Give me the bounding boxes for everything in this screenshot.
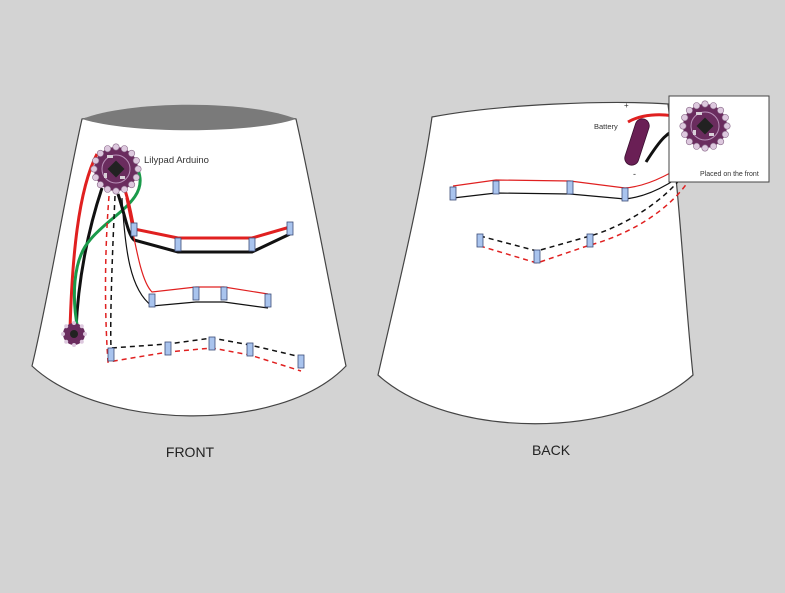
led-icon bbox=[130, 222, 138, 237]
inset-label: Placed on the front bbox=[700, 171, 759, 178]
led-icon bbox=[476, 233, 484, 248]
round-sensor-icon bbox=[61, 321, 87, 347]
led-icon bbox=[586, 233, 594, 248]
front-leds bbox=[107, 221, 305, 369]
led-icon bbox=[533, 249, 541, 264]
led-icon bbox=[566, 180, 574, 195]
led-icon bbox=[107, 347, 115, 362]
led-icon bbox=[248, 237, 256, 252]
battery-label: Battery bbox=[594, 122, 618, 131]
led-icon bbox=[164, 341, 172, 356]
led-icon bbox=[297, 354, 305, 369]
wire-black-to-sensor bbox=[74, 187, 104, 331]
led-icon bbox=[148, 293, 156, 308]
led-icon bbox=[192, 286, 200, 301]
led-icon bbox=[174, 237, 182, 252]
back-panel: Placed on the front Battery + - BACK bbox=[377, 95, 770, 458]
led-icon bbox=[492, 180, 500, 195]
back-strip-low-black bbox=[479, 164, 691, 252]
wire-green-to-sensor bbox=[72, 169, 142, 331]
battery-plus-label: + bbox=[624, 101, 629, 110]
front-strip-top-black bbox=[116, 193, 291, 254]
lilypad-arduino-icon bbox=[90, 143, 142, 195]
back-leds bbox=[449, 180, 629, 264]
battery-minus-label: - bbox=[633, 169, 636, 179]
led-icon bbox=[286, 221, 294, 236]
front-strip-low-red bbox=[104, 195, 302, 372]
led-icon bbox=[264, 293, 272, 308]
led-icon bbox=[246, 342, 254, 357]
back-caption: BACK bbox=[532, 442, 571, 458]
front-strip-low-black bbox=[109, 195, 302, 358]
front-strip-top-red bbox=[122, 186, 291, 240]
front-board-label: Lilypad Arduino bbox=[144, 155, 209, 166]
lilypad-arduino-icon bbox=[679, 100, 731, 152]
led-icon bbox=[220, 286, 228, 301]
led-icon bbox=[449, 186, 457, 201]
front-panel: Lilypad Arduino FRONT bbox=[31, 104, 347, 460]
led-icon bbox=[621, 187, 629, 202]
battery-icon bbox=[624, 118, 650, 166]
front-strip-mid-black bbox=[121, 197, 269, 309]
front-caption: FRONT bbox=[166, 444, 215, 460]
front-waistband bbox=[82, 104, 296, 131]
led-icon bbox=[208, 336, 216, 351]
front-strip-mid-red bbox=[125, 197, 269, 295]
